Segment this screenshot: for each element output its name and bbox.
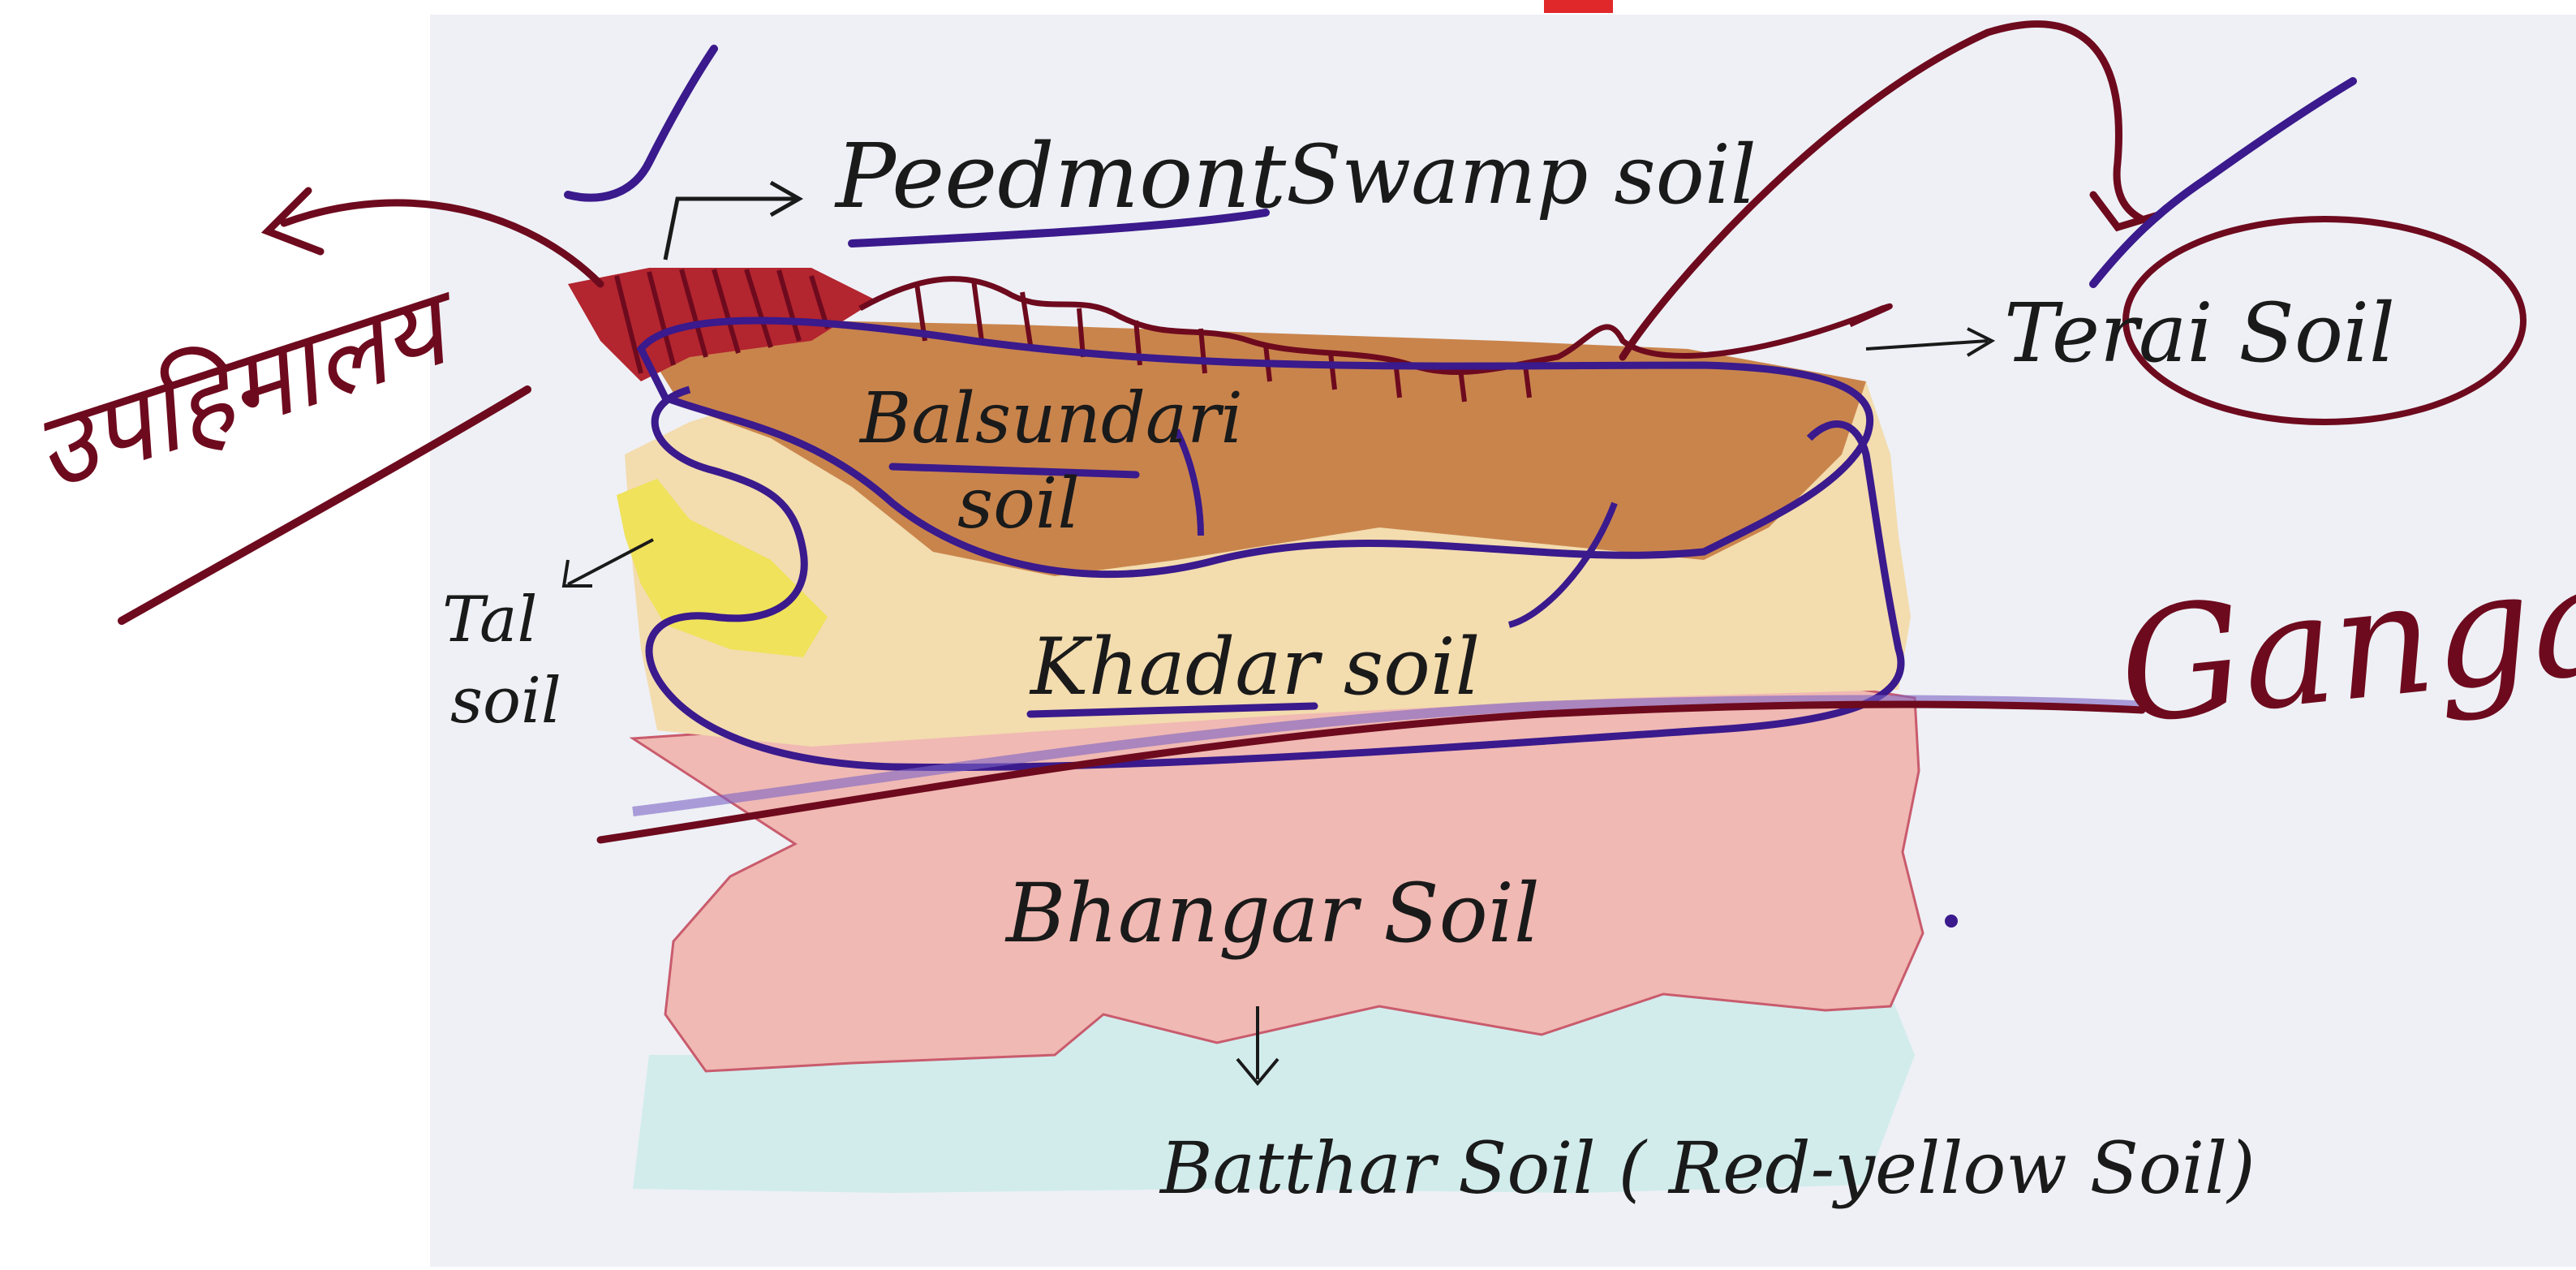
- label-bhangar-soil: Bhangar Soil: [1004, 866, 1540, 961]
- label-tal: Tal: [442, 583, 537, 657]
- label-balsundari-soil: soil: [957, 463, 1080, 545]
- label-balsundari: Balsundari: [858, 378, 1243, 459]
- stray-dot: [1945, 915, 1958, 928]
- label-peedmont: Peedmont: [834, 124, 1287, 228]
- label-khadar-soil: Khadar soil: [1029, 622, 1480, 712]
- red-marker: [1544, 0, 1613, 13]
- label-bathar-soil: Batthar Soil ( Red-yellow Soil): [1159, 1126, 2256, 1210]
- label-tal-soil: soil: [450, 665, 561, 738]
- label-swamp-soil: Swamp soil: [1286, 127, 1757, 222]
- label-terai-soil: Terai Soil: [2004, 286, 2395, 381]
